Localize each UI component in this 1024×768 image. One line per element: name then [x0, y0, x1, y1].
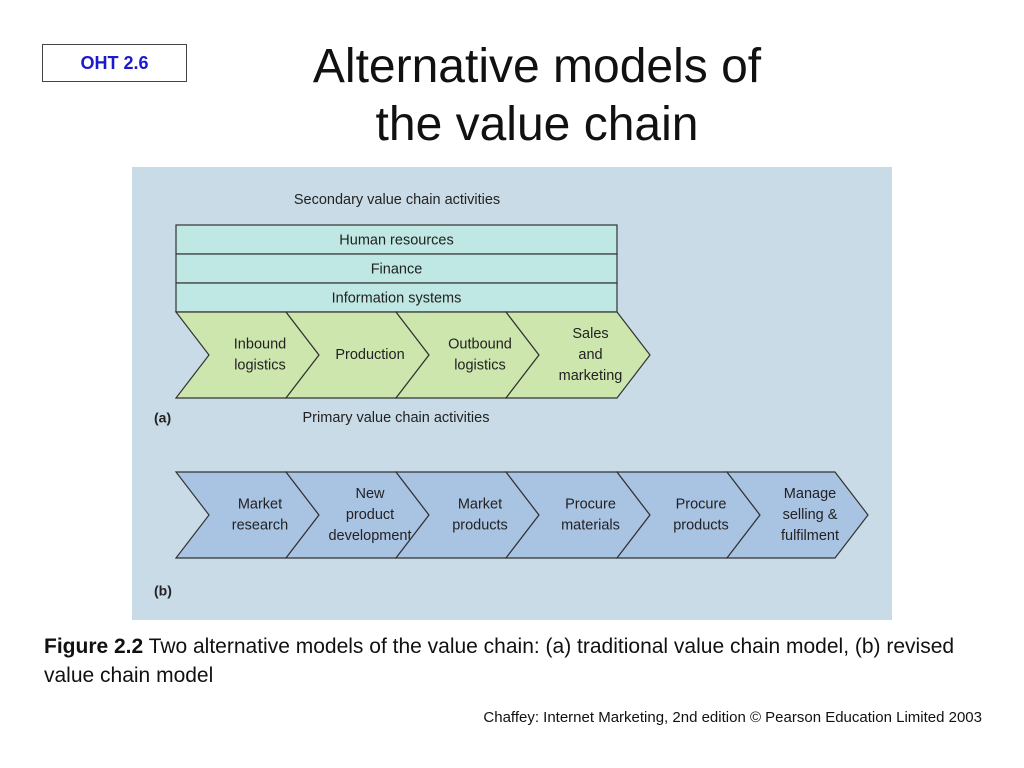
slide-title-line-1: Alternative models of: [312, 40, 762, 93]
revised-step-label-2-line-3: development: [328, 528, 411, 544]
primary-step-4: [504, 311, 651, 399]
primary-step-label-2-line-1: Production: [335, 347, 404, 363]
primary-step-label-3-line-1: Outbound: [448, 336, 512, 352]
revised-step-label-4-line-1: Procure: [565, 496, 616, 512]
primary-step-label-4-line-3: marketing: [559, 368, 623, 384]
primary-step-label-4-line-2: and: [578, 347, 602, 363]
revised-step-label-6-line-3: fulfilment: [781, 528, 839, 544]
primary-step-label-4-line-1: Sales: [572, 326, 608, 342]
revised-step-label-6-line-2: selling &: [783, 507, 838, 523]
oht-badge-label: OHT 2.6: [80, 52, 149, 73]
primary-step-label-1-line-1: Inbound: [234, 336, 286, 352]
secondary-bar-label-3: Information systems: [332, 290, 462, 306]
revised-step-label-1-line-2: research: [232, 517, 288, 533]
slide-title-line-2: the value chain: [375, 98, 699, 151]
secondary-activities-heading: Secondary value chain activities: [294, 192, 500, 208]
secondary-bar-2: [175, 253, 618, 284]
secondary-bar-3: [175, 282, 618, 313]
revised-step-label-5-line-2: products: [673, 517, 729, 533]
figure-caption: Figure 2.2 Two alternative models of the…: [44, 632, 984, 690]
revised-step-label-1-line-1: Market: [238, 496, 282, 512]
source-credit: Chaffey: Internet Marketing, 2nd edition…: [483, 709, 982, 726]
label-a: (a): [154, 410, 171, 426]
label-b: (b): [154, 583, 172, 599]
revised-step-6: [725, 471, 869, 559]
slide-title: Alternative models of the value chain: [240, 38, 834, 154]
primary-activities-heading: Primary value chain activities: [303, 410, 490, 426]
primary-step-label-1-line-2: logistics: [234, 357, 286, 373]
revised-step-label-2-line-2: product: [346, 507, 394, 523]
figure-caption-text: Two alternative models of the value chai…: [44, 635, 955, 687]
revised-step-label-2-line-1: New: [355, 486, 385, 502]
oht-badge: OHT 2.6: [42, 44, 187, 82]
secondary-bar-label-1: Human resources: [339, 232, 453, 248]
figure-number: Figure 2.2: [44, 635, 144, 658]
revised-step-label-6-line-1: Manage: [784, 486, 836, 502]
revised-step-label-3-line-2: products: [452, 517, 508, 533]
revised-step-label-3-line-1: Market: [458, 496, 502, 512]
revised-step-label-4-line-2: materials: [561, 517, 620, 533]
secondary-bar-label-2: Finance: [371, 261, 423, 277]
revised-step-label-5-line-1: Procure: [676, 496, 727, 512]
primary-step-label-3-line-2: logistics: [454, 357, 506, 373]
secondary-bar-1: [175, 224, 618, 255]
